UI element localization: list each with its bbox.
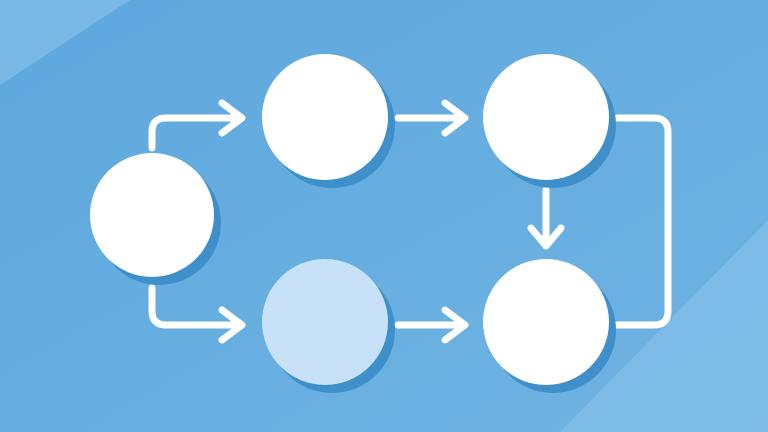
connector-loop-right: [613, 114, 672, 329]
node-circle: [483, 54, 609, 180]
node-circle: [262, 54, 388, 180]
node-top-middle: [262, 54, 395, 188]
arrowhead-icon: [218, 306, 246, 344]
background-highlight-top-left: [0, 0, 130, 85]
connector-start-to-top: [148, 114, 236, 152]
node-top-right: [483, 54, 616, 188]
arrowhead-icon: [441, 306, 469, 344]
node-start: [90, 153, 221, 285]
node-circle: [483, 259, 609, 385]
node-circle: [90, 153, 214, 277]
connector-start-to-bottom: [148, 284, 236, 329]
arrowhead-icon: [527, 224, 565, 250]
arrowhead-icon: [218, 99, 246, 137]
node-bottom-right: [483, 259, 616, 393]
arrowhead-icon: [441, 99, 469, 137]
node-circle: [262, 259, 388, 385]
node-bottom-middle: [262, 259, 395, 393]
